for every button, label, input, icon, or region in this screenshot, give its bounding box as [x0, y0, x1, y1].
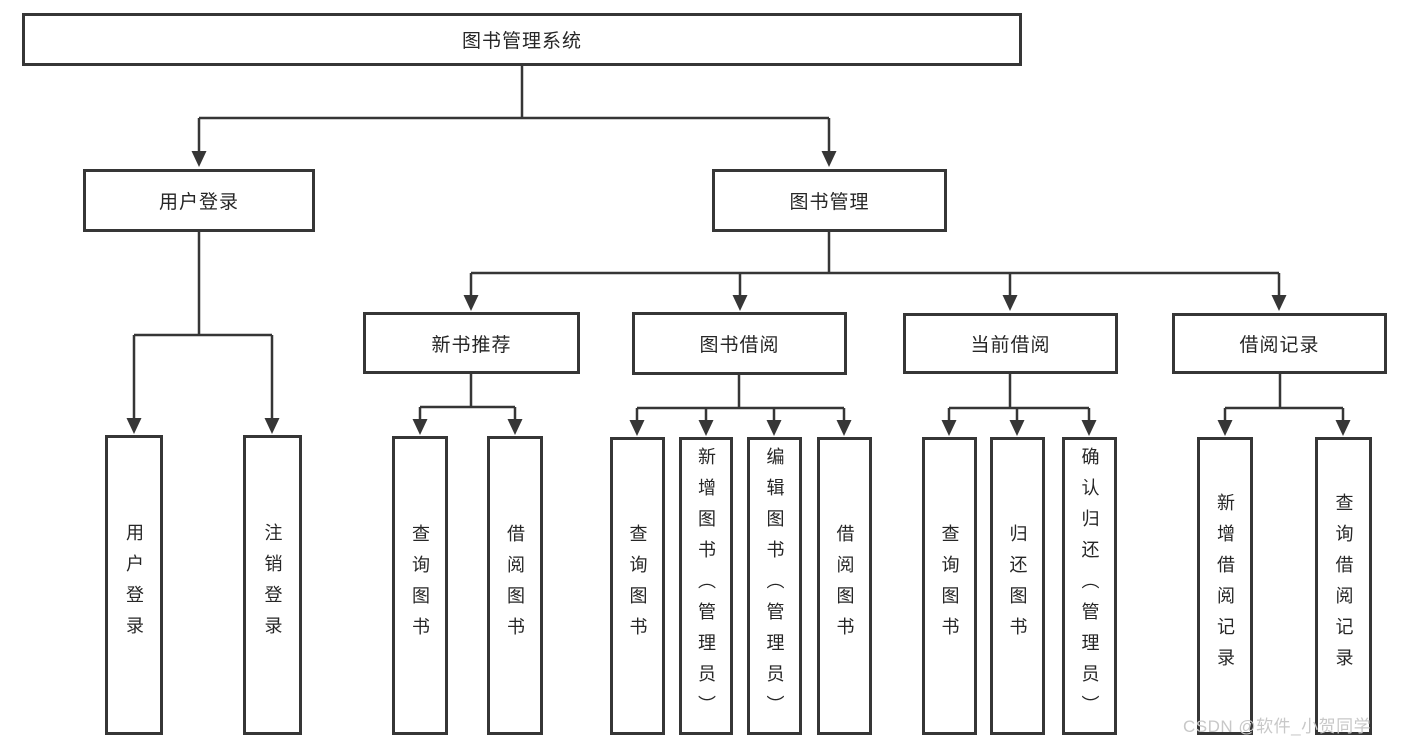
node-library-system: 图书管理系统: [22, 13, 1022, 66]
node-book-management-label: 图书管理: [789, 192, 870, 213]
leaf-borrow-query-books: 查询图书: [610, 437, 665, 735]
leaf-logout: 注销登录: [243, 435, 302, 735]
node-library-system-label: 图书管理系统: [461, 31, 582, 52]
node-new-book-recommend: 新书推荐: [363, 312, 580, 374]
leaf-record-query-borrow-record: 查询借阅记录: [1315, 437, 1372, 735]
node-current-borrow: 当前借阅: [903, 313, 1118, 374]
node-new-book-recommend-label: 新书推荐: [431, 334, 512, 356]
leaf-current-query-books: 查询图书: [922, 437, 977, 735]
leaf-user-login: 用户登录: [105, 435, 163, 735]
node-user-login-label: 用户登录: [158, 192, 239, 213]
leaf-borrow-add-books-admin: 新增图书（管理员）: [679, 437, 733, 735]
leaf-borrow-edit-books-admin: 编辑图书（管理员）: [747, 437, 802, 735]
leaf-current-confirm-return-admin: 确认归还（管理员）: [1062, 437, 1117, 735]
leaf-recommend-query-books: 查询图书: [392, 436, 448, 735]
leaf-borrow-borrow-books: 借阅图书: [817, 437, 872, 735]
node-user-login: 用户登录: [83, 169, 315, 232]
node-book-borrow: 图书借阅: [632, 312, 847, 375]
node-borrow-record: 借阅记录: [1172, 313, 1387, 374]
node-book-management: 图书管理: [712, 169, 947, 232]
leaf-current-return-books: 归还图书: [990, 437, 1045, 735]
leaf-recommend-borrow-books: 借阅图书: [487, 436, 543, 735]
watermark-text: CSDN @软件_小贺同学: [1183, 717, 1372, 736]
node-book-borrow-label: 图书借阅: [699, 335, 780, 356]
node-borrow-record-label: 借阅记录: [1239, 335, 1320, 356]
leaf-record-add-borrow-record: 新增借阅记录: [1197, 437, 1253, 735]
arrowheads: [126, 151, 1351, 436]
node-current-borrow-label: 当前借阅: [970, 335, 1051, 356]
